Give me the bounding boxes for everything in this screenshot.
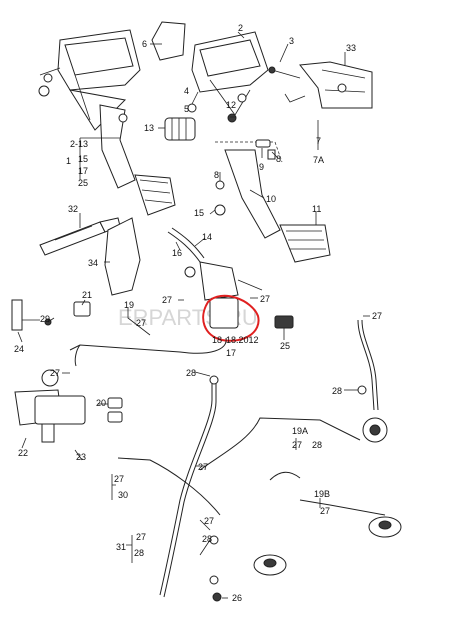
label-8b: 8 bbox=[214, 170, 219, 180]
label-29: 29 bbox=[40, 314, 50, 324]
oring-28b bbox=[357, 385, 367, 395]
label-27d: 27 bbox=[260, 294, 270, 304]
label-28b: 28 bbox=[332, 386, 342, 396]
label-25a: 25 bbox=[78, 178, 88, 188]
label-19b: 19B bbox=[314, 489, 330, 499]
oring-28a bbox=[209, 375, 219, 385]
brake-pedal-bracket bbox=[191, 31, 269, 116]
label-27c: 27 bbox=[50, 368, 60, 378]
label-17a: 17 bbox=[78, 166, 88, 176]
grease-tube bbox=[39, 217, 121, 256]
label-7a: 7A bbox=[313, 155, 324, 165]
label-19: 19 bbox=[124, 300, 134, 310]
label-6: 6 bbox=[142, 39, 147, 49]
label-27g: 27 bbox=[114, 474, 124, 484]
label-3: 3 bbox=[289, 36, 294, 46]
label-11: 11 bbox=[312, 204, 321, 214]
label-7: 7 bbox=[316, 136, 321, 146]
label-10: 10 bbox=[266, 194, 276, 204]
label-5: 5 bbox=[184, 104, 189, 114]
release-bearing-19b bbox=[368, 516, 402, 538]
label-4: 4 bbox=[184, 86, 189, 96]
label-30: 30 bbox=[118, 490, 128, 500]
hydraulic-line-upper bbox=[69, 337, 227, 367]
label-20: 20 bbox=[96, 398, 106, 408]
label-21: 21 bbox=[82, 290, 92, 300]
label-8a: 8 bbox=[276, 154, 281, 164]
label-code: 18.2012 bbox=[226, 335, 259, 345]
label-23: 23 bbox=[76, 452, 86, 462]
release-bearing-19a bbox=[362, 417, 388, 443]
brake-pedal-arm bbox=[215, 141, 331, 263]
label-14: 14 bbox=[202, 232, 212, 242]
label-28c: 28 bbox=[312, 440, 322, 450]
label-27h: 27 bbox=[292, 440, 302, 450]
fittings-20 bbox=[107, 397, 123, 423]
washer-part bbox=[214, 204, 226, 216]
label-24: 24 bbox=[14, 344, 24, 354]
label-27a: 27 bbox=[162, 295, 172, 305]
clutch-pedal-bracket bbox=[38, 29, 141, 131]
bushing-part bbox=[187, 103, 197, 113]
label-27b: 27 bbox=[136, 318, 146, 328]
label-2: 2 bbox=[238, 23, 243, 33]
label-34: 34 bbox=[88, 258, 98, 268]
oring-28d bbox=[209, 575, 219, 585]
label-26: 26 bbox=[232, 593, 242, 603]
label-13: 13 bbox=[144, 123, 154, 133]
label-31: 31 bbox=[116, 542, 126, 552]
clip-26 bbox=[212, 592, 222, 602]
part-labels: 2 3 6 33 4 5 12 13 8 7 7A 9 8 10 11 15 1… bbox=[14, 23, 382, 603]
label-28a: 28 bbox=[186, 368, 196, 378]
label-25b: 25 bbox=[280, 341, 290, 351]
label-9: 9 bbox=[259, 162, 264, 172]
leader-lines bbox=[17, 31, 370, 599]
label-27e: 27 bbox=[372, 311, 382, 321]
label-16: 16 bbox=[172, 248, 182, 258]
washer-part-2 bbox=[215, 180, 225, 190]
mount-bracket bbox=[11, 299, 52, 331]
spring-part bbox=[151, 21, 186, 61]
label-27k: 27 bbox=[136, 532, 146, 542]
label-12: 12 bbox=[226, 100, 236, 110]
release-bearing-31 bbox=[253, 554, 287, 576]
supply-hose bbox=[167, 227, 205, 263]
hydraulic-line-right bbox=[357, 319, 379, 411]
sensor-part bbox=[274, 315, 294, 329]
label-15a: 15 bbox=[194, 208, 204, 218]
label-17b: 17 bbox=[226, 348, 236, 358]
label-18: 18 bbox=[212, 335, 222, 345]
slave-cylinder bbox=[14, 369, 86, 443]
label-2-13: 2-13 bbox=[70, 139, 88, 149]
label-22: 22 bbox=[18, 448, 28, 458]
pedal-boot bbox=[164, 117, 196, 141]
label-28e: 28 bbox=[134, 548, 144, 558]
label-28d: 28 bbox=[202, 534, 212, 544]
clutch-pedal-arm bbox=[99, 104, 176, 216]
label-27f: 27 bbox=[198, 462, 208, 472]
label-15b: 15 bbox=[78, 154, 88, 164]
label-33: 33 bbox=[346, 43, 356, 53]
label-32: 32 bbox=[68, 204, 78, 214]
label-1: 1 bbox=[66, 156, 71, 166]
label-19a: 19A bbox=[292, 426, 308, 436]
heat-shield bbox=[104, 217, 141, 296]
hydraulic-line-lower bbox=[117, 378, 386, 598]
label-27j: 27 bbox=[204, 516, 214, 526]
switch-part bbox=[73, 301, 91, 317]
nut-part bbox=[227, 113, 237, 123]
highlight-ring bbox=[202, 294, 260, 342]
label-27i: 27 bbox=[320, 506, 330, 516]
switch-bracket bbox=[299, 61, 373, 109]
master-cylinder bbox=[184, 261, 263, 329]
pin-part bbox=[255, 139, 271, 148]
bolt-part bbox=[268, 66, 301, 79]
